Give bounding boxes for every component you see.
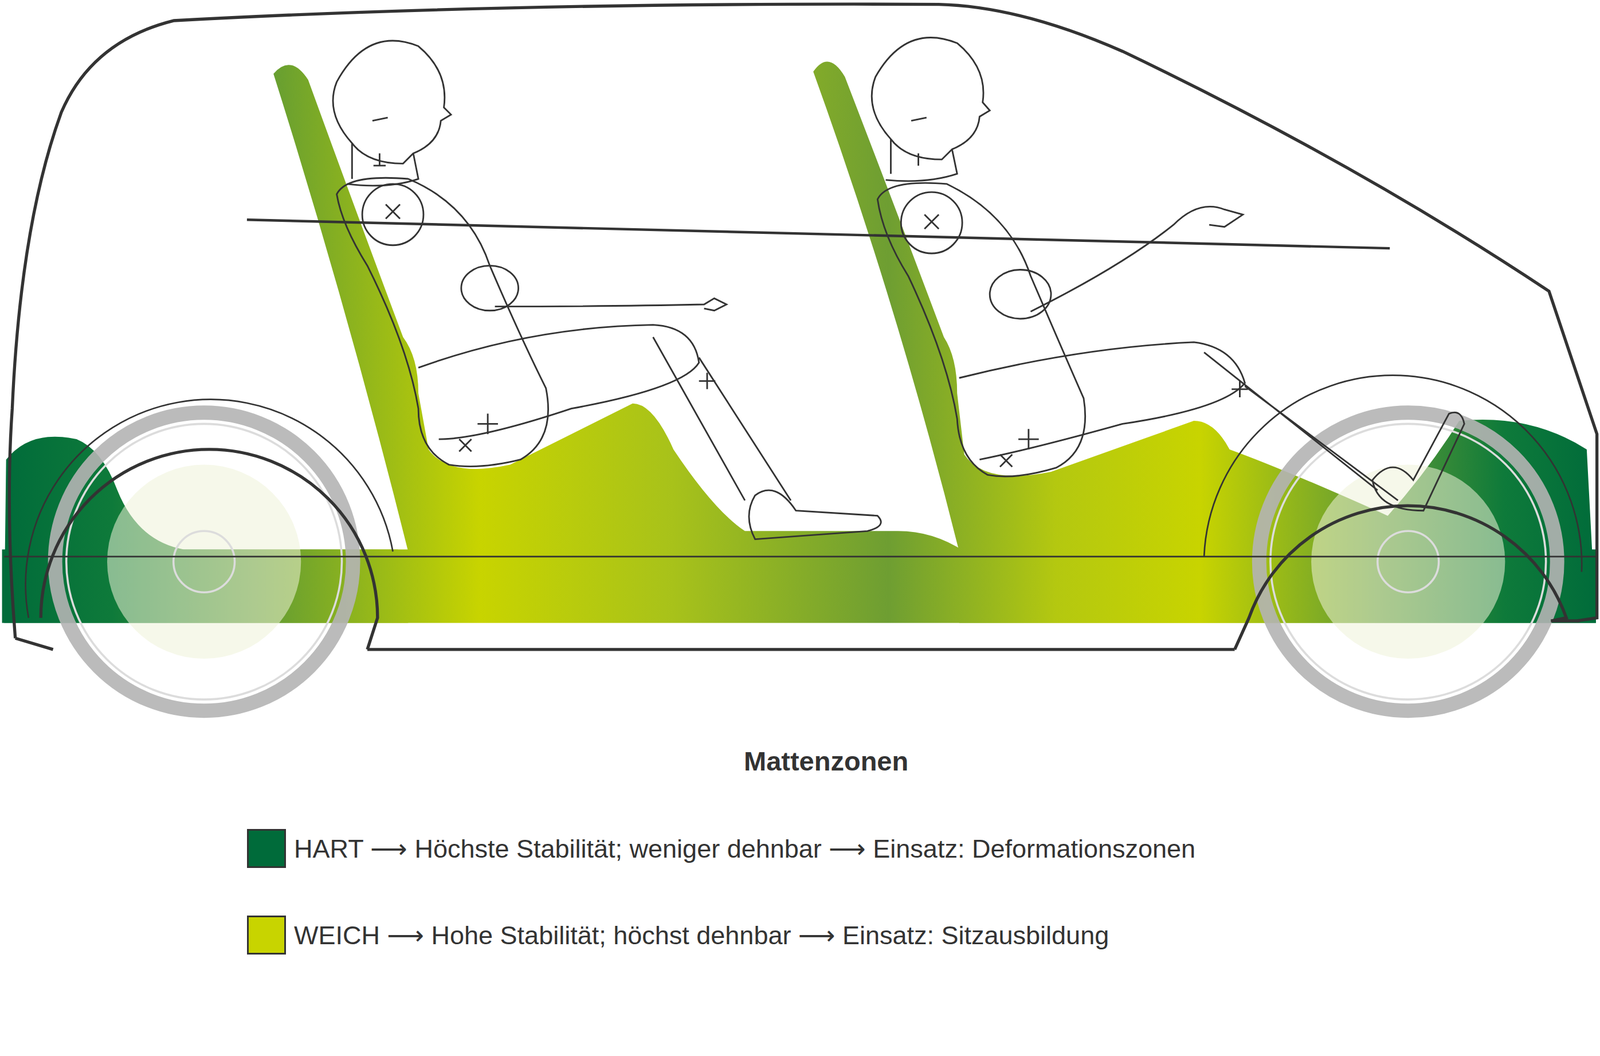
belt-line [246, 219, 1390, 249]
front-hub [1311, 464, 1505, 659]
legend-swatch [246, 915, 286, 955]
thigh [959, 342, 1246, 460]
front-center [1377, 530, 1439, 592]
rear-rim [66, 423, 343, 700]
legend-row: WEICH ⟶ Hohe Stabilität; höchst dehnbar … [246, 915, 1109, 955]
forearm [1030, 206, 1243, 312]
body-line [9, 4, 1597, 638]
inner-arches [25, 375, 1583, 618]
front-tire [1259, 412, 1558, 711]
markers [372, 117, 716, 452]
torso [877, 182, 1085, 477]
thigh [418, 324, 700, 439]
head [871, 37, 990, 160]
front-arch [1234, 505, 1580, 650]
legend-swatch [246, 828, 286, 868]
foot [748, 489, 881, 539]
arm [989, 269, 1052, 319]
car-outline [4, 4, 1598, 650]
rear-occupant [332, 40, 881, 540]
shin [1204, 352, 1398, 501]
rear-tire [55, 412, 354, 711]
front-occupant [871, 37, 1465, 511]
legend-row: HART ⟶ Höchste Stabilität; weniger dehnb… [246, 828, 1196, 868]
markers [911, 117, 1249, 467]
shin [653, 336, 791, 501]
occupants [332, 37, 1465, 539]
rear-hub [107, 464, 301, 659]
legend-text: WEICH ⟶ Hohe Stabilität; höchst dehnbar … [293, 919, 1109, 951]
front-rim [1270, 423, 1547, 700]
arm [461, 265, 519, 311]
wheels [55, 412, 1558, 711]
floor-line [4, 555, 1596, 558]
diagram-title: Mattenzonen [743, 744, 909, 777]
foot [1372, 412, 1465, 511]
legend-text: HART ⟶ Höchste Stabilität; weniger dehnb… [293, 833, 1196, 864]
neck [885, 139, 958, 182]
head [332, 40, 452, 164]
forearm [495, 297, 727, 311]
rear-center [173, 530, 235, 592]
shoulder [362, 183, 424, 246]
sill [367, 647, 1235, 651]
torso [336, 177, 549, 466]
rear-arch [15, 449, 378, 650]
